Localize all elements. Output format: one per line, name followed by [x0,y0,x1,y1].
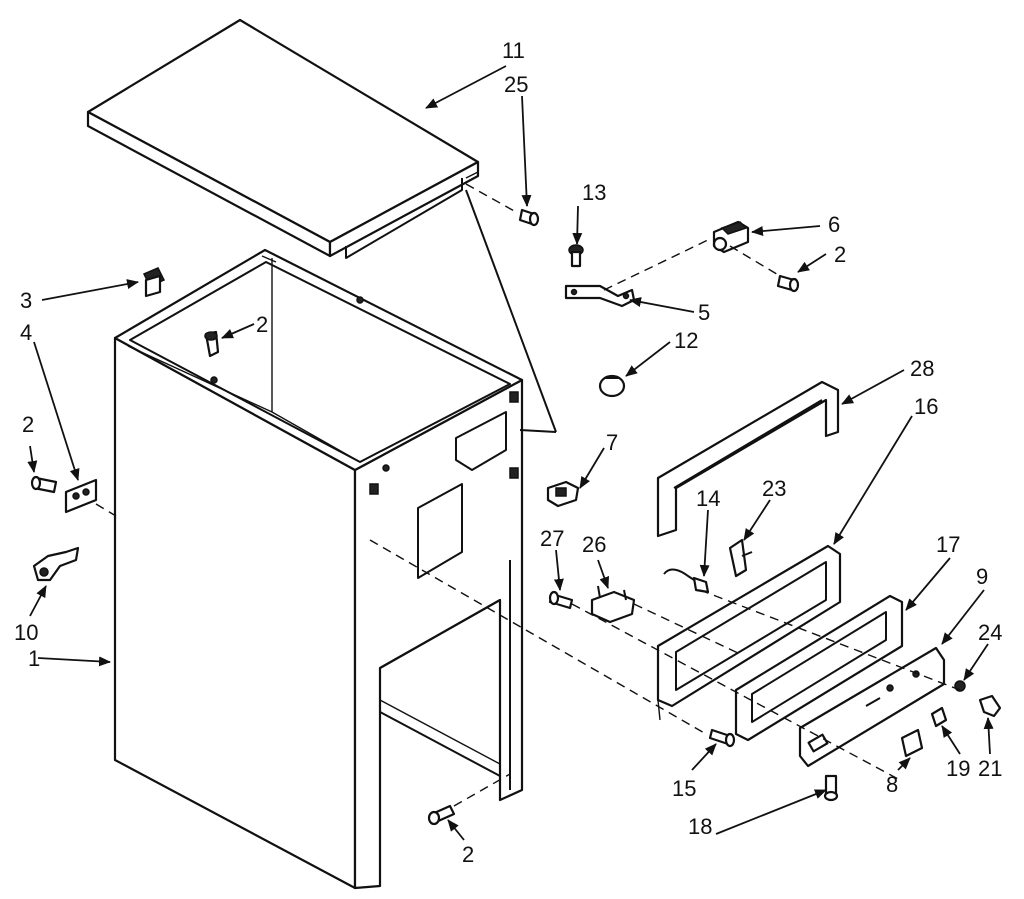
cabinet-body-part [113,248,524,890]
callout-16: 16 [914,394,938,419]
callout-4: 4 [20,320,32,345]
leader-lines [27,65,994,841]
part-4 [64,478,98,514]
part-8 [900,728,924,758]
part-6 [712,220,750,254]
callout-11: 11 [502,38,525,63]
callout-3: 3 [20,288,32,313]
callout-14: 14 [696,486,720,511]
callout-17: 17 [936,532,960,557]
screw-2c [776,274,800,293]
callout-10: 10 [14,620,38,645]
part-12 [598,374,626,398]
screw-13 [568,244,584,268]
screw-18 [823,774,839,802]
callout-8: 8 [886,772,898,797]
screw-2d [427,804,456,826]
screw-2b [30,475,58,494]
callout-2-left: 2 [22,412,34,437]
screw-2a [204,330,220,358]
callout-5: 5 [698,300,710,325]
callout-15: 15 [672,776,696,801]
callout-23: 23 [762,476,786,501]
part-26 [590,585,636,624]
callout-2-bottom: 2 [462,842,474,867]
part-21 [978,694,1002,718]
callout-27: 27 [540,526,564,551]
callout-2-top: 2 [256,312,268,337]
callout-12: 12 [674,328,698,353]
callout-7: 7 [606,430,618,455]
callout-26: 26 [582,532,606,557]
callout-2-right: 2 [834,242,846,267]
callout-21: 21 [978,756,1002,781]
part-10 [32,546,80,582]
part-16 [656,544,842,721]
callout-13: 13 [582,180,606,205]
screw-25 [518,208,540,227]
part-17 [734,594,904,742]
top-lid-part [86,18,480,259]
callout-6: 6 [828,212,840,237]
callout-19: 19 [946,756,970,781]
part-7 [546,480,580,508]
callout-18: 18 [688,814,712,839]
callout-labels: 11 25 13 6 2 5 12 28 16 7 23 14 17 9 24 … [14,38,1002,867]
callout-25: 25 [504,72,528,97]
part-14 [663,568,710,594]
part-23 [728,538,753,578]
alignment-lines [95,183,961,807]
part-19 [930,706,948,728]
callout-28: 28 [910,356,934,381]
screw-27 [548,590,574,610]
callout-1: 1 [28,646,40,671]
callout-24: 24 [978,620,1002,645]
screw-15 [708,728,736,748]
part-5 [564,284,636,308]
part-28 [656,380,840,538]
part-3 [142,267,166,298]
callout-9: 9 [976,564,988,589]
